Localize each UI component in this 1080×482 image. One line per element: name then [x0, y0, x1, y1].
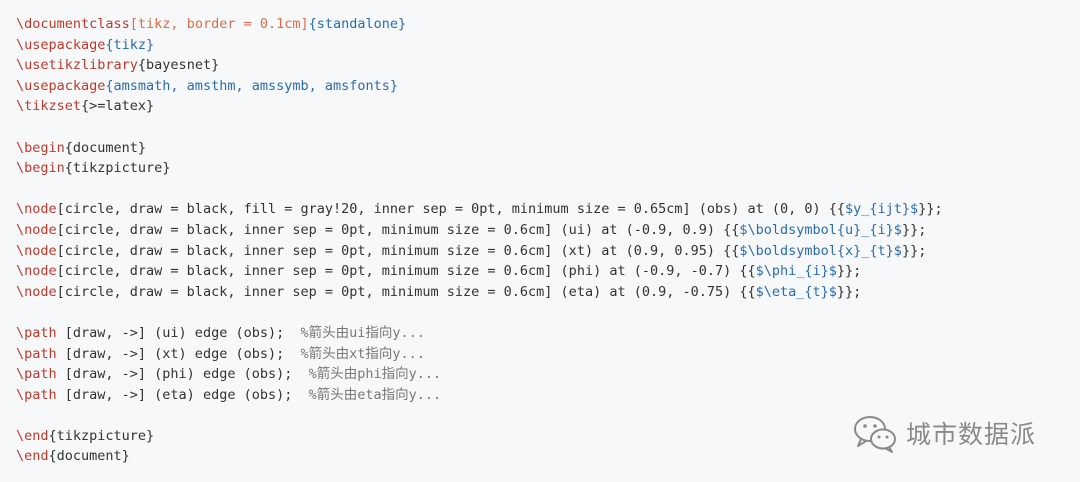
- code-token-kw: \node: [16, 283, 57, 300]
- code-line: \path [draw, ->] (xt) edge (obs); %箭头由xt…: [16, 344, 1080, 365]
- code-token-kw: \node: [16, 242, 57, 259]
- code-token-comment: %箭头由xt指向y...: [300, 345, 425, 362]
- code-line: \node[circle, draw = black, inner sep = …: [16, 241, 1080, 262]
- code-token-plain: {bayesnet}: [137, 57, 220, 74]
- code-token-plain: {tikzpicture}: [64, 160, 171, 177]
- code-token-plain: }};: [836, 283, 862, 300]
- code-line: \usepackage{tikz}: [16, 35, 1080, 56]
- code-token-plain: }};: [901, 242, 927, 259]
- code-token-plain: {>=latex}: [81, 98, 155, 115]
- code-token-plain: }};: [901, 221, 927, 238]
- code-token-plain: {tikzpicture}: [48, 427, 155, 444]
- code-token-kw: \usepackage: [16, 36, 106, 53]
- code-line: \tikzset{>=latex}: [16, 96, 1080, 117]
- code-token-comment: %箭头由eta指向y...: [308, 386, 442, 403]
- code-token-plain: {document}: [64, 139, 147, 156]
- code-token-kw: \path: [16, 324, 57, 341]
- code-line: \path [draw, ->] (phi) edge (obs); %箭头由p…: [16, 364, 1080, 385]
- code-line: \path [draw, ->] (ui) edge (obs); %箭头由ui…: [16, 323, 1080, 344]
- code-token-arg: $y_{ijt}$: [845, 201, 919, 218]
- code-line: [16, 302, 1080, 323]
- code-line: [16, 179, 1080, 200]
- code-token-plain: [draw, ->] (phi) edge (obs);: [56, 366, 309, 383]
- code-token-plain: [circle, draw = black, fill = gray!20, i…: [56, 201, 846, 218]
- code-token-arg: $\boldsymbol{u}_{i}$: [739, 221, 902, 238]
- code-token-plain: [circle, draw = black, inner sep = 0pt, …: [56, 242, 740, 259]
- code-token-kw: \end: [16, 427, 49, 444]
- code-token-kw: \node: [16, 201, 57, 218]
- code-token-kw: \begin: [16, 139, 65, 156]
- code-token-kw: \path: [16, 345, 57, 362]
- code-line: \node[circle, draw = black, fill = gray!…: [16, 199, 1080, 220]
- code-line: \usetikzlibrary{bayesnet}: [16, 55, 1080, 76]
- code-token-opt: [tikz, border = 0.1cm]: [129, 16, 309, 32]
- code-token-comment: %箭头由phi指向y...: [308, 366, 442, 383]
- code-token-arg: $\eta_{t}$: [755, 283, 837, 300]
- code-token-kw: \usepackage: [16, 77, 106, 94]
- code-token-arg: $\phi_{i}$: [755, 263, 837, 280]
- code-token-kw: \path: [16, 386, 57, 403]
- code-token-arg: $\boldsymbol{x}_{t}$: [739, 242, 902, 259]
- code-token-kw: \usetikzlibrary: [16, 57, 138, 74]
- code-line: \node[circle, draw = black, inner sep = …: [16, 261, 1080, 282]
- code-token-arg: {tikz}: [105, 36, 155, 53]
- code-token-plain: [circle, draw = black, inner sep = 0pt, …: [56, 263, 756, 280]
- code-line: \node[circle, draw = black, inner sep = …: [16, 220, 1080, 241]
- code-line: \begin{tikzpicture}: [16, 158, 1080, 179]
- code-token-kw: \end: [16, 448, 49, 465]
- code-token-plain: [draw, ->] (ui) edge (obs);: [56, 324, 301, 341]
- code-token-plain: [circle, draw = black, inner sep = 0pt, …: [56, 221, 740, 238]
- code-line: \path [draw, ->] (eta) edge (obs); %箭头由e…: [16, 385, 1080, 406]
- code-token-kw: \path: [16, 366, 57, 383]
- code-token-plain: [draw, ->] (xt) edge (obs);: [56, 345, 301, 362]
- code-line: [16, 117, 1080, 138]
- wechat-icon: [854, 416, 896, 453]
- code-line: \documentclass[tikz, border = 0.1cm]{sta…: [16, 14, 1080, 35]
- watermark-text: 城市数据派: [906, 420, 1037, 449]
- code-token-comment: %箭头由ui指向y...: [300, 324, 425, 341]
- code-token-arg: {amsmath, amsthm, amssymb, amsfonts}: [105, 77, 399, 94]
- code-token-kw: \documentclass: [16, 16, 130, 32]
- code-token-plain: }};: [836, 263, 862, 280]
- code-token-plain: }};: [918, 201, 943, 218]
- code-line: \end{document}: [16, 446, 1080, 467]
- code-token-plain: [circle, draw = black, inner sep = 0pt, …: [56, 283, 756, 300]
- code-line: \usepackage{amsmath, amsthm, amssymb, am…: [16, 76, 1080, 97]
- code-line: \end{tikzpicture}: [16, 426, 1080, 447]
- watermark: 城市数据派: [852, 412, 1036, 454]
- code-token-kw: \tikzset: [16, 98, 82, 115]
- code-token-plain: [draw, ->] (eta) edge (obs);: [56, 386, 309, 403]
- code-token-kw: \node: [16, 263, 57, 280]
- code-line: \node[circle, draw = black, inner sep = …: [16, 282, 1080, 303]
- code-token-plain: {document}: [48, 448, 130, 465]
- code-token-kw: \node: [16, 221, 57, 238]
- code-token-arg: {standalone}: [308, 16, 407, 32]
- code-line: \begin{document}: [16, 138, 1080, 159]
- code-token-kw: \begin: [16, 160, 65, 177]
